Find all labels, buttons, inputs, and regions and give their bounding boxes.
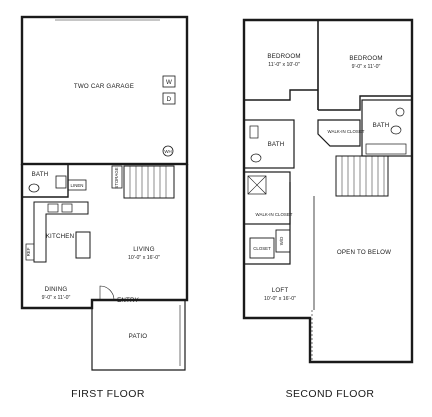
second-floor-plan <box>242 18 414 364</box>
room-label-garage: TWO CAR GARAGE <box>74 83 134 90</box>
storage-closet <box>111 165 123 189</box>
loft-dimensions: 10'-0" x 16'-0" <box>264 296 296 302</box>
bath-tub-fixture <box>55 175 67 189</box>
toilet-right <box>390 125 402 135</box>
vanity-left <box>249 125 259 139</box>
water-heater-label: WH <box>164 149 171 154</box>
room-label-bedroom-1: BEDROOM <box>267 53 300 60</box>
room-label-storage: STORAGE <box>114 167 119 188</box>
water-heater <box>162 145 174 157</box>
sink-right <box>395 107 405 117</box>
closet-label: CLOSET <box>253 246 271 251</box>
living-dimensions: 10'-0" x 16'-0" <box>128 255 160 261</box>
room-label-bath-right: BATH <box>373 122 390 129</box>
room-label-linen: LINEN <box>71 183 84 188</box>
room-label-bath: BATH <box>32 171 49 178</box>
room-label-bedroom-2: BEDROOM <box>349 55 382 62</box>
bath-walls <box>22 164 69 198</box>
first-floor-plan <box>20 15 189 371</box>
first-floor-caption: FIRST FLOOR <box>71 388 145 400</box>
sink-fixture <box>47 203 59 213</box>
washer-label: W <box>166 79 172 86</box>
dining-dimensions: 9'-0" x 11'-0" <box>42 295 71 301</box>
room-label-patio: PATIO <box>129 333 148 340</box>
patio-fence <box>91 300 186 371</box>
linen-closet <box>67 179 87 191</box>
washer-box <box>162 75 176 88</box>
room-label-bath-left: BATH <box>268 141 285 148</box>
entry-door <box>99 285 115 301</box>
second-floor-exterior-walls <box>242 18 414 364</box>
bath-left-walls <box>243 119 295 169</box>
kitchen-counter <box>33 201 89 263</box>
room-label-kitchen: KITCHEN <box>46 233 75 240</box>
dryer-box <box>162 92 176 105</box>
room-label-entry: ENTRY <box>117 297 139 304</box>
stairs-first-floor <box>123 165 175 199</box>
dryer-label: D <box>167 96 172 103</box>
bedroom-2-dimensions: 9'-0" x 11'-0" <box>352 64 381 70</box>
room-label-dining: DINING <box>45 286 68 293</box>
garage-walls <box>20 15 189 166</box>
walkin-closet-right-walls <box>317 119 361 147</box>
kitchen-island <box>75 231 91 259</box>
room-label-open-to-below: OPEN TO BELOW <box>337 249 391 256</box>
bedroom-1-dimensions: 11'-0" x 10'-0" <box>268 62 300 68</box>
walkin-closet-left-label: WALK-IN CLOSET <box>256 212 293 217</box>
range-fixture <box>61 203 73 213</box>
wd-label: W/D <box>279 237 284 246</box>
toilet-left <box>250 153 262 163</box>
walkin-closet-right-label: WALK-IN CLOSET <box>328 129 365 134</box>
second-floor-caption: SECOND FLOOR <box>286 388 375 400</box>
room-label-living: LIVING <box>133 246 155 253</box>
room-label-loft: LOFT <box>272 287 289 294</box>
refrigerator-label: REF <box>26 247 31 256</box>
tub-right <box>365 143 407 155</box>
refrigerator-box <box>25 243 35 261</box>
open-below-outline <box>311 310 412 363</box>
first-floor-exterior-walls <box>20 164 189 310</box>
stairs-second-floor <box>335 155 389 197</box>
toilet-fixture <box>28 183 40 193</box>
closet-box <box>249 237 275 259</box>
bath-right-walls <box>361 99 413 157</box>
